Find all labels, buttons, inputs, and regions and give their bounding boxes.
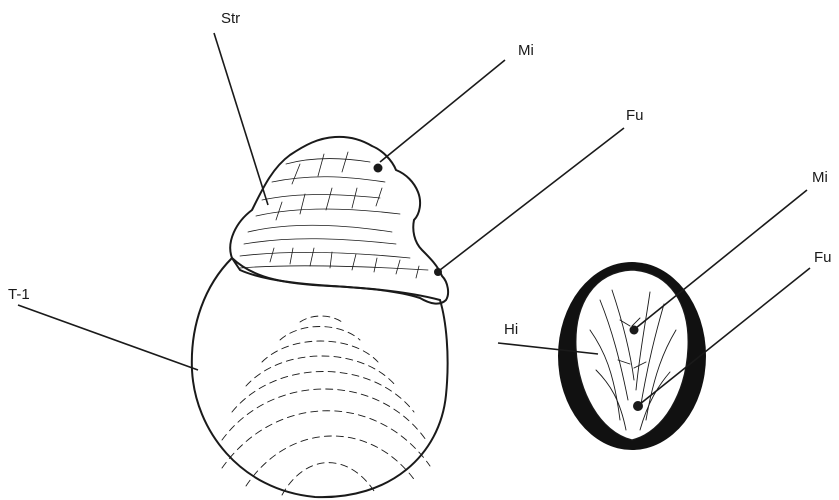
- micropyle-left: [374, 164, 383, 173]
- label-t1: T-1: [8, 286, 30, 303]
- leader-mi-left: [380, 60, 505, 162]
- label-fu-left: Fu: [626, 107, 644, 124]
- leader-mi-right: [636, 190, 807, 328]
- testa-body: [192, 258, 448, 497]
- label-str: Str: [221, 10, 240, 27]
- labels: Str Mi Fu T-1 Mi Fu Hi: [8, 10, 832, 338]
- testa-striations: [222, 316, 430, 495]
- label-hi: Hi: [504, 321, 518, 338]
- strophiole: [230, 137, 448, 304]
- label-fu-right: Fu: [814, 249, 832, 266]
- leader-str: [214, 33, 268, 205]
- seed-lateral-view: [192, 137, 448, 497]
- label-mi-right: Mi: [812, 169, 828, 186]
- label-mi-left: Mi: [518, 42, 534, 59]
- leader-t1: [18, 305, 198, 370]
- leader-fu-left: [440, 128, 624, 270]
